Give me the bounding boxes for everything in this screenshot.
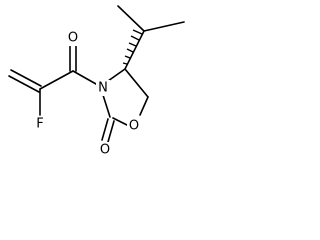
bond-ipr-me2 — [143, 21, 185, 32]
atom-label-nitrogen: N — [98, 81, 108, 96]
bond-c5-oring — [139, 96, 149, 116]
bond-vinyl-double-1 — [8, 75, 40, 93]
bond-c4-ipr — [124, 30, 145, 70]
atom-label-carbonyl-oxygen: O — [100, 143, 110, 158]
bond-oring-c2 — [112, 117, 128, 126]
bond-n-c4 — [107, 68, 126, 82]
atom-label-fluorine: F — [36, 117, 43, 132]
atom-label-ketone-oxygen: O — [68, 31, 78, 46]
bond-c4-c5 — [124, 68, 149, 98]
chemical-structure: F O N O O — [8, 5, 185, 158]
bonds — [8, 5, 185, 143]
stereo-hashed-wedge — [122, 29, 143, 65]
bond-c2-n — [102, 94, 111, 118]
bond-c2-o-double-1 — [101, 118, 109, 141]
bond-ipr-me1 — [117, 5, 145, 32]
bond-vinyl-double-2 — [10, 69, 42, 87]
bond-c2-o-double-2 — [107, 120, 115, 143]
bond-vinyl-carbonyl — [39, 70, 74, 90]
bond-carbonyl-n — [72, 70, 97, 85]
atom-labels: F O N O O — [33, 30, 141, 158]
atom-label-ring-oxygen: O — [129, 119, 139, 134]
